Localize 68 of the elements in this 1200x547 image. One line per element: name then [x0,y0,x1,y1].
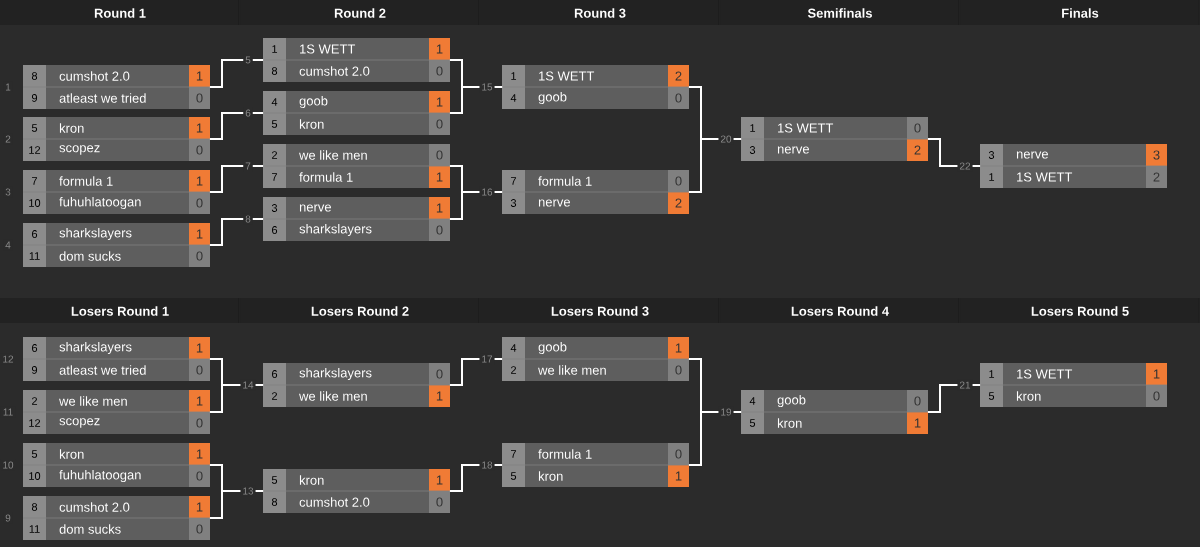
match-number: 19 [718,406,734,418]
match-box: 1 1S WETT 1 8 cumshot 2.0 0 [262,38,451,82]
match-number: 7 [243,160,253,172]
match-number: 3 [3,186,13,198]
match-number: 6 [243,107,253,119]
header-bar: Losers Round 5 [960,298,1199,323]
match-number: 21 [957,379,973,391]
header-bar: Losers Round 3 [480,298,719,323]
match-box: 6 sharkslayers 1 9 atleast we tried 0 [22,337,211,381]
match-box: 6 sharkslayers 0 2 we like men 1 [262,363,451,407]
bracket-line [208,218,265,246]
match-box: 3 nerve 1 6 sharkslayers 0 [262,197,451,241]
bracket-line [208,59,265,88]
match-number: 17 [479,353,495,365]
match-box: 1 1S WETT 1 5 kron 0 [979,363,1168,407]
match-box: 3 nerve 3 1 1S WETT 2 [979,144,1168,188]
match-number: 8 [243,213,253,225]
header-bar: Losers Round 4 [720,298,959,323]
bracket-line [448,464,504,492]
match-box: 5 kron 1 12 scopez 0 [22,117,211,161]
match-box: 8 cumshot 2.0 1 9 atleast we tried 0 [22,65,211,109]
match-number: 1 [3,81,13,93]
match-box: 5 kron 1 10 fuhuhlatoogan 0 [22,443,211,487]
header-bar: Round 2 [240,0,479,25]
match-number: 18 [479,459,495,471]
match-box: 7 formula 1 1 10 fuhuhlatoogan 0 [22,170,211,214]
bracket-line [208,384,265,413]
match-number: 10 [0,459,16,471]
match-number: 22 [957,160,973,172]
match-box: 4 goob 1 5 kron 0 [262,91,451,135]
match-box: 7 formula 1 0 5 kron 1 [501,443,690,487]
match-box: 6 sharkslayers 1 11 dom sucks 0 [22,223,211,267]
match-number: 4 [3,239,13,251]
header-bar: Finals [960,0,1199,25]
header-bar: Round 3 [480,0,719,25]
header-bar: Losers Round 2 [240,298,479,323]
bracket-line [687,411,743,466]
bracket-line [208,165,265,193]
match-box: 1 1S WETT 0 3 nerve 2 [740,117,929,161]
match-number: 9 [3,512,13,524]
bracket-line [208,490,265,519]
match-number: 16 [479,186,495,198]
match-number: 14 [240,379,256,391]
match-box: 8 cumshot 2.0 1 11 dom sucks 0 [22,496,211,540]
match-box: 4 goob 1 2 we like men 0 [501,337,690,381]
bracket-line [448,191,504,220]
bracket-line [687,138,743,193]
match-box: 2 we like men 1 12 scopez 0 [22,390,211,434]
match-number: 11 [0,406,16,418]
match-box: 4 goob 0 5 kron 1 [740,390,929,434]
match-number: 15 [479,81,495,93]
match-box: 1 1S WETT 2 4 goob 0 [501,65,690,109]
match-number: 2 [3,133,13,145]
match-number: 20 [718,133,734,145]
match-box: 7 formula 1 0 3 nerve 2 [501,170,690,214]
bracket-line [208,112,265,140]
match-number: 12 [0,353,16,365]
bracket-line [448,86,504,114]
header-bar: Semifinals [720,0,959,25]
bracket-line [448,358,504,386]
match-number: 13 [240,485,256,497]
bracket-line [926,138,982,167]
bracket-line [926,384,982,413]
match-box: 2 we like men 0 7 formula 1 1 [262,144,451,188]
match-box: 5 kron 1 8 cumshot 2.0 0 [262,469,451,513]
header-bar: Losers Round 1 [0,298,239,323]
match-number: 5 [243,54,253,66]
header-bar: Round 1 [0,0,239,25]
